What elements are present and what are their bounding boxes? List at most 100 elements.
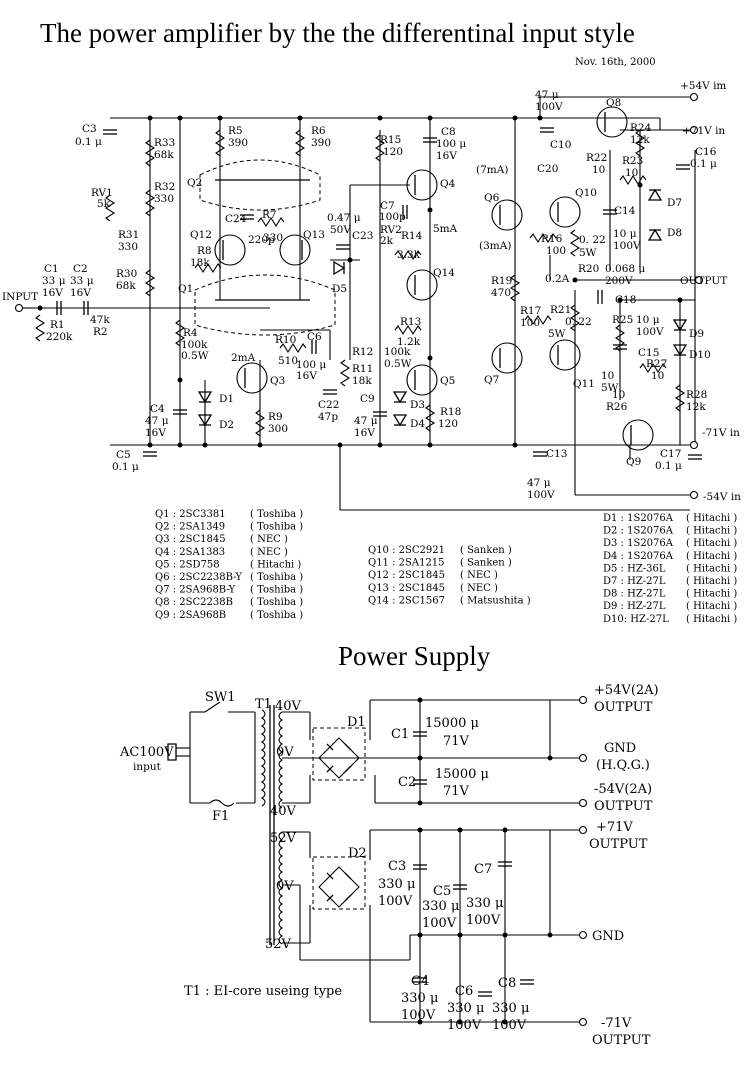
- label-R15v: 120: [383, 146, 403, 158]
- label-R5: R5: [228, 125, 243, 137]
- input-label: INPUT: [2, 291, 38, 303]
- label-R16: R16: [541, 233, 563, 245]
- psu-sw1: SW1: [205, 690, 236, 705]
- parts-list-mid: Q10 : 2SC2921( Sanken )Q11 : 2SA1215( Sa…: [368, 545, 531, 606]
- output-label: OUTPUT: [680, 275, 727, 287]
- label-R16v: 100: [546, 245, 566, 257]
- psu-out3b: OUTPUT: [589, 837, 648, 852]
- psu-c7v2: 100V: [466, 913, 501, 928]
- label-R24v: 12k: [630, 134, 650, 146]
- dual-transistor-outlines: [194, 159, 336, 336]
- label-R8: R8: [197, 245, 212, 257]
- part-maker: ( Sanken ): [460, 558, 512, 569]
- psu-note: T1 : EI-core useing type: [184, 984, 342, 999]
- label-R1: R1: [50, 319, 65, 331]
- psu-out1b: OUTPUT: [594, 700, 653, 715]
- label-C18v: 0.068 μ: [605, 263, 645, 275]
- psu-c5v2: 100V: [422, 916, 457, 931]
- label-C24v: 220p: [248, 234, 275, 246]
- psu-ac: AC100V: [119, 745, 174, 760]
- part-entry: D5 : HZ-36L: [603, 563, 666, 574]
- part-entry: D3 : 1S2076A: [603, 538, 674, 549]
- psu-c3v: 330 μ: [378, 877, 415, 892]
- label-R25v2: 5W: [601, 382, 619, 394]
- label-C23v2: 50V: [330, 224, 351, 236]
- label-R22v: 10: [592, 164, 605, 176]
- part-entry: Q10 : 2SC2921: [368, 545, 445, 556]
- psu-c8: C8: [498, 976, 516, 991]
- label-C17v: 0.1 μ: [655, 460, 682, 472]
- label-7mA: (7mA): [476, 164, 508, 176]
- p71-terminal: [689, 125, 699, 135]
- psu-bridges: [318, 737, 360, 908]
- part-entry: Q14 : 2SC1567: [368, 595, 445, 606]
- psu-c2: C2: [398, 775, 416, 790]
- label-R31v: 330: [118, 241, 138, 253]
- psu-c1v: 15000 μ: [425, 716, 479, 731]
- psu-v40a: 40V: [275, 699, 302, 714]
- label-C6v2: 16V: [296, 370, 317, 382]
- label-C23: C23: [352, 230, 373, 242]
- label-R13: R13: [400, 316, 421, 328]
- label-D3: D3: [410, 399, 425, 411]
- p54-terminal: [689, 92, 699, 102]
- label-C3: C3: [82, 123, 97, 135]
- psu-c5v: 330 μ: [422, 899, 459, 914]
- label-C17: C17: [660, 448, 681, 460]
- label-R18v: 120: [438, 418, 458, 430]
- m71-terminal: [689, 440, 699, 450]
- label-D8: D8: [667, 227, 682, 239]
- label-R28v: 12k: [686, 401, 706, 413]
- part-entry: Q7 : 2SA968B-Y: [155, 585, 236, 596]
- psu-c6v2: 100V: [447, 1018, 482, 1033]
- label-C4v: 47 μ: [145, 415, 169, 427]
- part-maker: ( Toshiba ): [250, 572, 303, 583]
- label-Q7: Q7: [484, 374, 499, 386]
- label-R19: R19: [491, 275, 512, 287]
- label-02A: 0.2A: [545, 273, 570, 285]
- label-R13v: 1.2k: [397, 336, 421, 348]
- part-entry: Q13 : 2SC1845: [368, 583, 445, 594]
- psu-t1: T1: [255, 697, 272, 712]
- label-C9v2: 16V: [354, 427, 375, 439]
- label-Q8: Q8: [606, 97, 621, 109]
- label-D4: D4: [410, 418, 425, 430]
- label-R32v: 330: [154, 193, 174, 205]
- transistors: [214, 106, 654, 451]
- label-C22v: 47p: [318, 411, 338, 423]
- part-maker: ( Hitachi ): [250, 559, 301, 570]
- label-Q6: Q6: [484, 192, 500, 204]
- label-R11: R11: [352, 363, 373, 375]
- p54-label: +54V im: [680, 80, 726, 92]
- label-D1: D1: [219, 393, 234, 405]
- label-C6: C6: [307, 331, 322, 343]
- label-C16v: 0.1 μ: [690, 158, 717, 170]
- label-R17v: 100: [520, 317, 540, 329]
- label-R7: R7: [262, 209, 277, 221]
- part-entry: D7 : HZ-27L: [603, 576, 666, 587]
- part-maker: ( Toshiba ): [250, 610, 303, 621]
- label-R7v: 330: [263, 232, 283, 244]
- psu-gnd1: GND: [604, 741, 636, 756]
- label-C18: C18: [615, 294, 636, 306]
- label-C3v: 0.1 μ: [75, 136, 102, 148]
- part-maker: ( Matsushita ): [460, 595, 531, 606]
- label-C15: C15: [638, 347, 659, 359]
- label-R23v: 10: [625, 167, 638, 179]
- label-R19v: 470: [491, 287, 511, 299]
- label-C1v: 33 μ: [42, 275, 66, 287]
- part-maker: ( Hitachi ): [686, 538, 737, 549]
- psu-f1: F1: [212, 809, 229, 824]
- label-Q5: Q5: [440, 375, 455, 387]
- part-entry: Q5 : 2SD758: [155, 559, 220, 570]
- psu-terminals: [578, 695, 588, 1027]
- psu-c4v: 330 μ: [401, 991, 438, 1006]
- label-C1: C1: [44, 263, 59, 275]
- psu-c7v: 330 μ: [466, 896, 503, 911]
- label-R10v: 510: [278, 355, 298, 367]
- label-C13: C13: [546, 448, 567, 460]
- label-C6v: 100 μ: [296, 359, 326, 371]
- label-R9: R9: [268, 411, 283, 423]
- part-entry: Q9 : 2SA968B: [155, 610, 226, 621]
- label-C4: C4: [150, 403, 165, 415]
